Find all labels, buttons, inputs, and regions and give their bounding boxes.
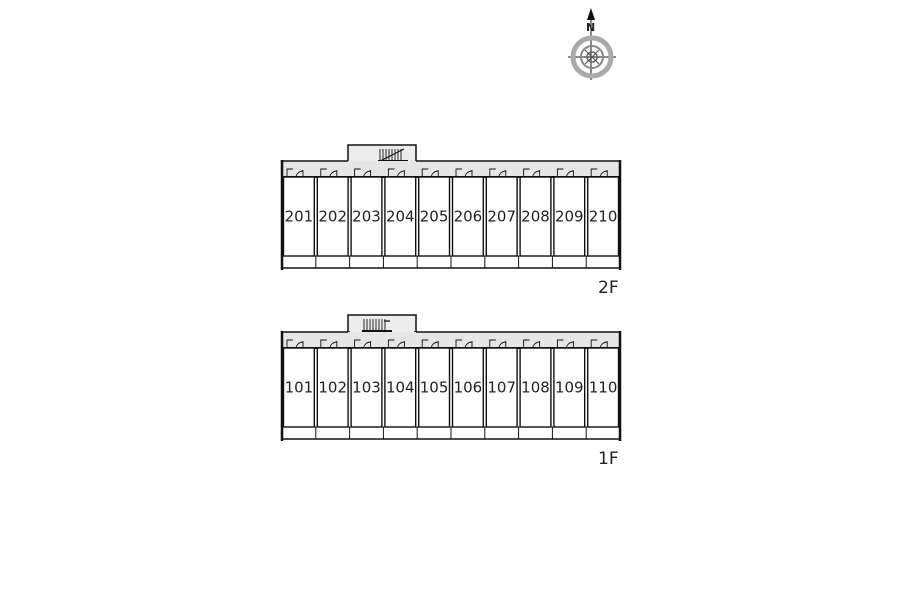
room-number-102: 102 xyxy=(318,379,347,397)
room-number-202: 202 xyxy=(318,208,347,226)
unit-109 xyxy=(553,347,586,428)
room-number-207: 207 xyxy=(487,208,516,226)
room-number-208: 208 xyxy=(521,208,550,226)
room-number-206: 206 xyxy=(454,208,483,226)
compass-north-label: N xyxy=(586,21,595,34)
room-number-103: 103 xyxy=(352,379,381,397)
unit-106 xyxy=(451,347,484,428)
room-number-108: 108 xyxy=(521,379,550,397)
stair-landing xyxy=(362,330,392,333)
room-number-201: 201 xyxy=(285,208,314,226)
unit-201 xyxy=(282,176,315,257)
floor-label-2f: 2F xyxy=(598,278,619,298)
corridor xyxy=(282,161,620,177)
room-number-110: 110 xyxy=(589,379,618,397)
room-number-203: 203 xyxy=(352,208,381,226)
room-number-204: 204 xyxy=(386,208,415,226)
stair-direction-line xyxy=(379,148,405,162)
unit-105 xyxy=(418,347,451,428)
room-number-106: 106 xyxy=(454,379,483,397)
unit-104 xyxy=(384,347,417,428)
unit-209 xyxy=(553,176,586,257)
room-number-104: 104 xyxy=(386,379,415,397)
unit-208 xyxy=(519,176,552,257)
room-number-210: 210 xyxy=(589,208,618,226)
unit-103 xyxy=(350,347,383,428)
stair-treads xyxy=(362,319,392,333)
floor-label-1f: 1F xyxy=(598,449,619,469)
unit-108 xyxy=(519,347,552,428)
unit-202 xyxy=(316,176,349,257)
unit-210 xyxy=(587,176,620,257)
room-number-205: 205 xyxy=(420,208,449,226)
unit-207 xyxy=(485,176,518,257)
unit-206 xyxy=(451,176,484,257)
corridor xyxy=(282,332,620,348)
room-number-101: 101 xyxy=(285,379,314,397)
unit-101 xyxy=(282,347,315,428)
unit-205 xyxy=(418,176,451,257)
room-number-109: 109 xyxy=(555,379,584,397)
unit-203 xyxy=(350,176,383,257)
room-number-105: 105 xyxy=(420,379,449,397)
room-number-209: 209 xyxy=(555,208,584,226)
room-number-107: 107 xyxy=(487,379,516,397)
unit-doors xyxy=(286,168,608,178)
compass-icon: N xyxy=(568,8,616,80)
